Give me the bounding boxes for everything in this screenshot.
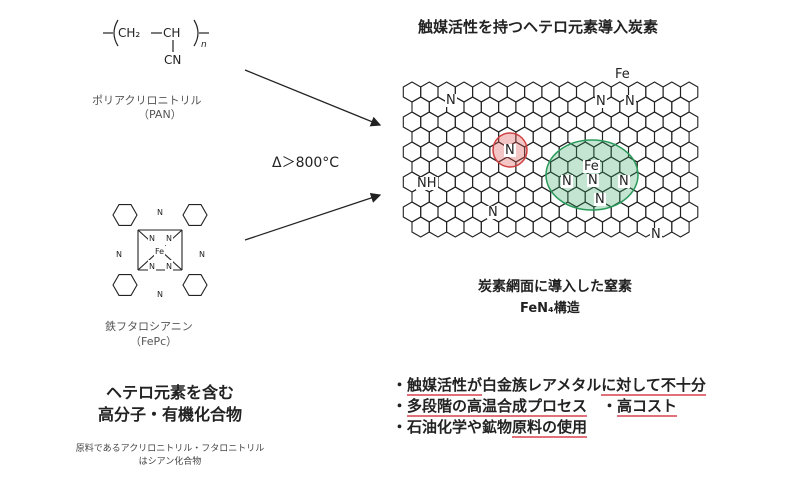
atom-label: N [445,93,457,108]
fepc-abbr: （FePc） [130,335,178,348]
carbon-ring [446,216,465,238]
arrow-top [244,69,382,127]
carbon-ring [428,216,448,238]
issue-item: ・多段階の高温合成プロセス ・高コスト [392,397,678,417]
benzene-ring [112,204,138,226]
carbon-ring [619,216,638,238]
pan-structure [103,19,209,52]
pan-ch: CH [163,26,181,40]
fepc-name: 鉄フタロシアニン [105,320,193,333]
atom-label: N [595,94,607,109]
atom-label: N [594,192,606,207]
left-caption-line1: ヘテロ元素を含む [105,383,234,402]
atom-label: N [115,248,123,261]
left-note: 原料であるアクリロニトリル・フタロニトリル はシアン化合物 [60,443,280,469]
carbon-ring [567,216,586,238]
atom-label: N [624,94,636,109]
fen4-label: FeN₄構造 [520,301,580,316]
issues-list: ・触媒活性が白金族レアメタルに対して不十分 ・多段階の高温合成プロセス ・高コス… [392,375,706,438]
atom-label: N [561,174,573,189]
atom-label: Fe [154,245,166,258]
reaction-condition: Δ＞800°C [272,155,340,171]
atom-label: N [587,173,599,188]
issue-item: ・触媒活性が白金族レアメタルに対して不十分 [392,376,706,396]
carbon-ring [480,216,500,238]
arrow-bottom [244,192,382,241]
atom-label: N [148,232,156,245]
atom-label: N [148,260,156,273]
left-caption: ヘテロ元素を含む 高分子・有機化合物 [70,382,270,426]
benzene-ring [182,274,208,296]
nitrogen-label: 炭素網面に導入した窒素 [478,279,632,295]
atom-label: N [165,260,173,273]
left-caption-line2: 高分子・有機化合物 [97,405,242,424]
carbon-ring [550,216,569,238]
atom-label: N [504,143,516,158]
left-note-line2: はシアン化合物 [138,457,202,467]
carbon-ring [584,216,604,238]
carbon-ring [463,216,482,238]
pan-ch2: CH₂ [118,26,141,40]
atom-label: N [156,288,164,301]
carbon-ring [601,216,621,238]
left-note-line1: 原料であるアクリロニトリル・フタロニトリル [75,444,265,454]
benzene-ring [182,204,208,226]
atom-label: N [650,227,662,242]
atom-label: N [487,205,499,220]
atom-label: N [618,174,630,189]
pan-name: ポリアクリロニトリル [92,94,202,107]
atom-label: Fe [614,67,631,82]
carbon-ring [411,216,430,238]
atom-label: N [165,232,173,245]
pan-cn: CN [164,53,182,67]
carbon-ring [498,216,517,238]
issue-item: ・石油化学や鉱物原料の使用 [392,418,588,438]
benzene-ring [112,274,138,296]
atom-label: Fe [583,159,600,174]
atom-label: N [156,206,164,219]
pan-abbr: （PAN） [138,108,182,121]
atom-label: N [198,248,206,261]
carbon-ring [532,216,552,238]
product-title: 触媒活性を持つヘテロ元素導入炭素 [418,18,659,36]
atom-label: NH [416,176,438,191]
carbon-ring [671,216,690,238]
carbon-ring [515,216,534,238]
pan-n: n [201,40,207,50]
